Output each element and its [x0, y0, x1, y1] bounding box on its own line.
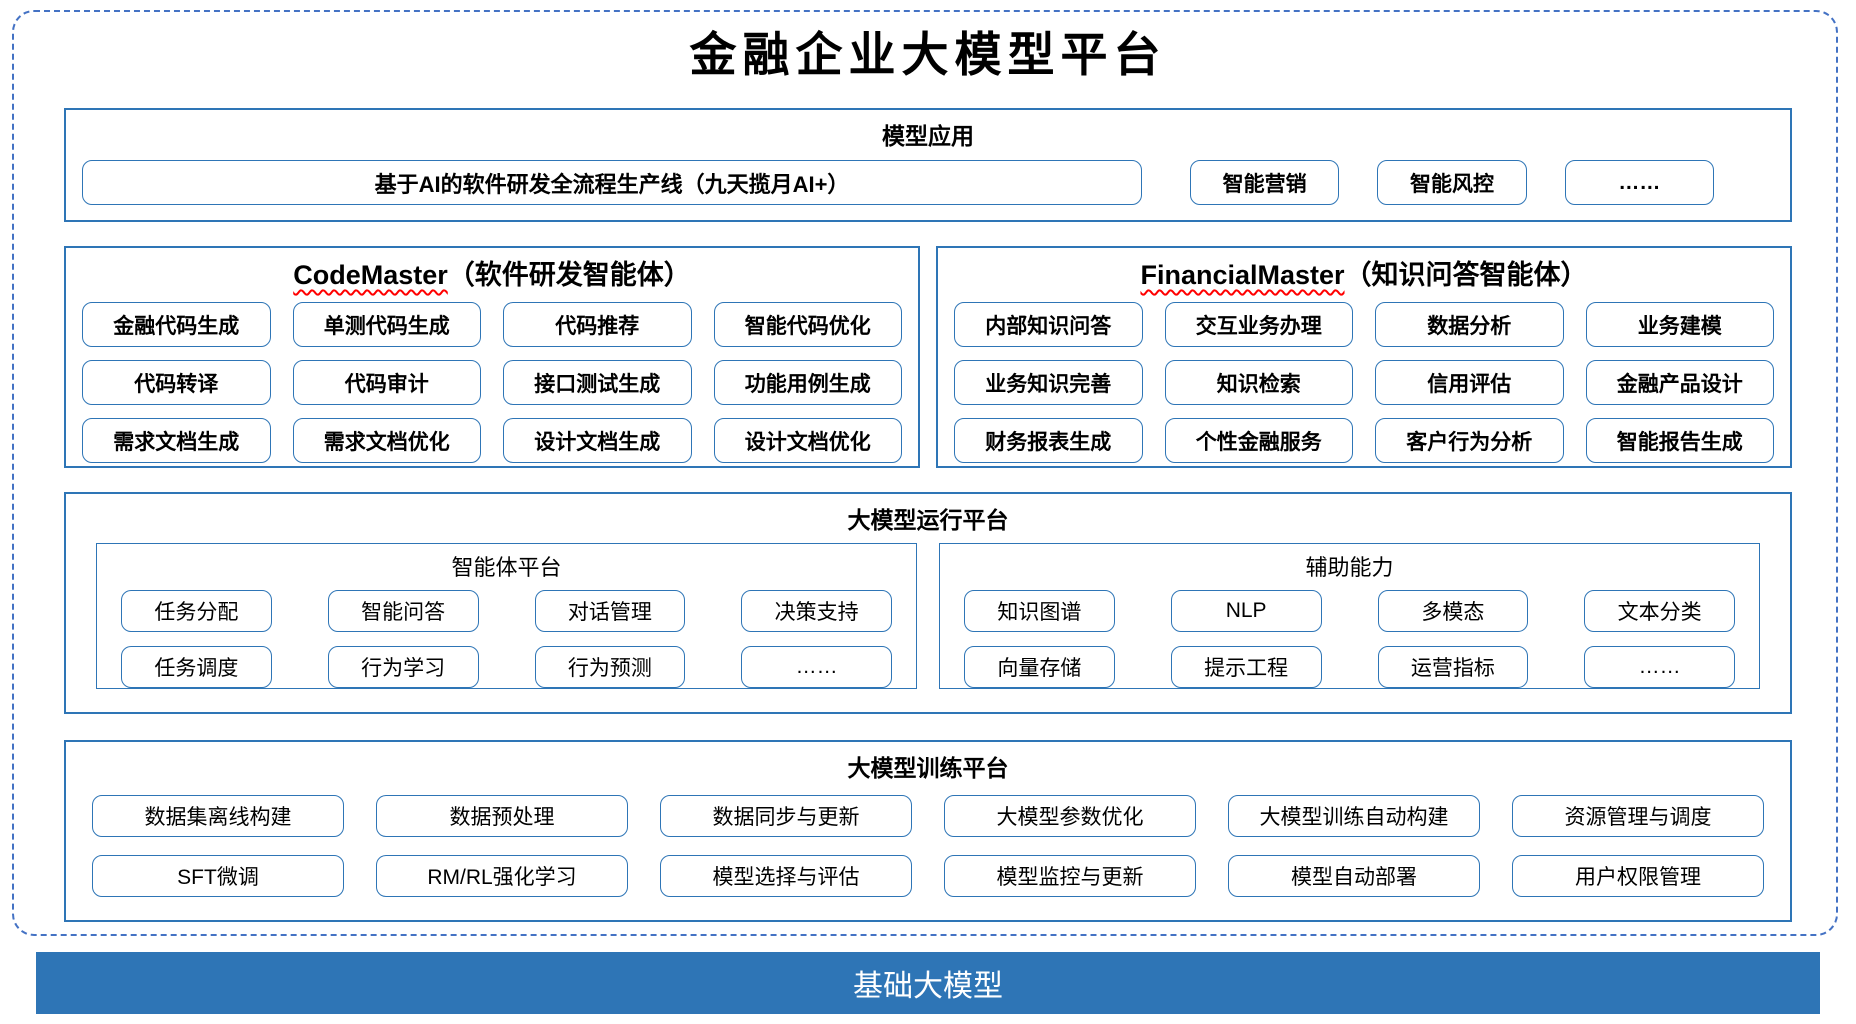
model-app-button-row: 基于AI的软件研发全流程生产线（九天揽月AI+） 智能营销智能风控 …… — [66, 151, 1790, 205]
diagram-box: 模型选择与评估 — [660, 855, 912, 897]
button-row: 数据集离线构建数据预处理数据同步与更新大模型参数优化大模型训练自动构建资源管理与… — [92, 795, 1764, 837]
diagram-box: 数据集离线构建 — [92, 795, 344, 837]
diagram-box: 金融产品设计 — [1585, 360, 1774, 405]
diagram-box: …… — [741, 646, 892, 688]
section-codemaster: CodeMaster（软件研发智能体） 金融代码生成单测代码生成代码推荐智能代码… — [64, 246, 920, 468]
codemaster-title-en: CodeMaster — [293, 260, 448, 290]
financialmaster-title-zh: （知识问答智能体） — [1344, 260, 1588, 290]
model-app-small-buttons: 智能营销智能风控 …… — [1142, 160, 1774, 205]
button-row: 内部知识问答交互业务办理数据分析业务建模 — [954, 302, 1774, 347]
page-title: 金融企业大模型平台 — [689, 28, 1167, 83]
button-row: 向量存储 提示工程 运营指标 …… — [964, 646, 1735, 688]
diagram-box: 智能风控 — [1377, 160, 1527, 205]
diagram-box: 接口测试生成 — [503, 360, 692, 405]
diagram-box: 智能报告生成 — [1585, 418, 1774, 463]
button-row: 代码转译代码审计接口测试生成功能用例生成 — [82, 360, 902, 405]
section-training-platform: 大模型训练平台 数据集离线构建数据预处理数据同步与更新大模型参数优化大模型训练自… — [64, 740, 1792, 922]
diagram-box: 模型自动部署 — [1228, 855, 1480, 897]
base-model-bar: 基础大模型 — [36, 952, 1820, 1014]
diagram-box: 代码审计 — [292, 360, 481, 405]
diagram-box: 行为学习 — [327, 646, 479, 688]
diagram-box: 代码推荐 — [503, 302, 692, 347]
diagram-box: 大模型参数优化 — [944, 795, 1196, 837]
diagram-box: 提示工程 — [1170, 646, 1322, 688]
diagram-box: 用户权限管理 — [1512, 855, 1764, 897]
diagram-box: 设计文档优化 — [713, 418, 902, 463]
diagram-box: 单测代码生成 — [292, 302, 481, 347]
diagram-box: 智能问答 — [327, 590, 479, 632]
diagram-box: 向量存储 — [964, 646, 1115, 688]
diagram-box: 数据分析 — [1375, 302, 1564, 347]
diagram-box: 知识检索 — [1164, 360, 1353, 405]
diagram-box: 信用评估 — [1375, 360, 1564, 405]
diagram-box: 数据同步与更新 — [660, 795, 912, 837]
diagram-box: 财务报表生成 — [954, 418, 1143, 463]
diagram-box: 代码转译 — [82, 360, 271, 405]
button-row: 需求文档生成需求文档优化设计文档生成设计文档优化 — [82, 418, 902, 463]
diagram-box: 对话管理 — [534, 590, 686, 632]
sub-box-agent-platform: 智能体平台 任务分配 智能问答 对话管理 决策支持任务调度 行为学习 行为预测 …… — [96, 543, 917, 689]
diagram-box: 功能用例生成 — [713, 360, 902, 405]
diagram-box: 多模态 — [1377, 590, 1529, 632]
outer-dashed-border — [12, 10, 1838, 936]
diagram-box: 智能代码优化 — [713, 302, 902, 347]
diagram-box: 任务分配 — [121, 590, 272, 632]
diagram-box-ai-pipeline: 基于AI的软件研发全流程生产线（九天揽月AI+） — [82, 160, 1142, 205]
agent-platform-title: 智能体平台 — [451, 555, 562, 580]
button-row: 知识图谱 NLP 多模态 文本分类 — [964, 590, 1735, 632]
diagram-box: …… — [1584, 646, 1735, 688]
section-model-applications-title: 模型应用 — [882, 123, 974, 149]
aux-ability-title: 辅助能力 — [1305, 555, 1394, 580]
button-row: 任务分配 智能问答 对话管理 决策支持 — [121, 590, 892, 632]
diagram-box: NLP — [1170, 590, 1322, 632]
button-row: 业务知识完善知识检索信用评估金融产品设计 — [954, 360, 1774, 405]
diagram-box: 业务建模 — [1585, 302, 1774, 347]
base-model-bar-label: 基础大模型 — [853, 970, 1003, 1003]
agent-platform-grid: 任务分配 智能问答 对话管理 决策支持任务调度 行为学习 行为预测 …… — [97, 582, 916, 688]
diagram-box: 内部知识问答 — [954, 302, 1143, 347]
diagram-box: 业务知识完善 — [954, 360, 1143, 405]
codemaster-title-zh: （软件研发智能体） — [447, 260, 691, 290]
diagram-box: 运营指标 — [1377, 646, 1529, 688]
runtime-platform-title: 大模型运行平台 — [847, 507, 1009, 533]
diagram-box: 大模型训练自动构建 — [1228, 795, 1480, 837]
sub-box-aux-ability: 辅助能力 知识图谱 NLP 多模态 文本分类向量存储 提示工程 运营指标 …… — [939, 543, 1760, 689]
section-model-applications: 模型应用 基于AI的软件研发全流程生产线（九天揽月AI+） 智能营销智能风控 …… — [64, 108, 1792, 222]
diagram-box: 知识图谱 — [964, 590, 1115, 632]
diagram-box: 数据预处理 — [376, 795, 628, 837]
button-row: 财务报表生成个性金融服务客户行为分析智能报告生成 — [954, 418, 1774, 463]
diagram-box: 客户行为分析 — [1375, 418, 1564, 463]
diagram-box: 个性金融服务 — [1164, 418, 1353, 463]
aux-ability-grid: 知识图谱 NLP 多模态 文本分类向量存储 提示工程 运营指标 …… — [940, 582, 1759, 688]
diagram-box: RM/RL强化学习 — [376, 855, 628, 897]
diagram-box: 设计文档生成 — [503, 418, 692, 463]
diagram-box: SFT微调 — [92, 855, 344, 897]
training-grid: 数据集离线构建数据预处理数据同步与更新大模型参数优化大模型训练自动构建资源管理与… — [66, 783, 1790, 897]
financialmaster-title: FinancialMaster（知识问答智能体） — [938, 248, 1790, 292]
section-financialmaster: FinancialMaster（知识问答智能体） 内部知识问答交互业务办理数据分… — [936, 246, 1792, 468]
diagram-box: 文本分类 — [1584, 590, 1735, 632]
diagram-box: 金融代码生成 — [82, 302, 271, 347]
diagram-box: 模型监控与更新 — [944, 855, 1196, 897]
diagram-box: 决策支持 — [741, 590, 892, 632]
financialmaster-title-en: FinancialMaster — [1140, 260, 1345, 290]
codemaster-title: CodeMaster（软件研发智能体） — [66, 248, 918, 292]
section-runtime-platform: 大模型运行平台 智能体平台 任务分配 智能问答 对话管理 决策支持任务调度 行为学习 行为… — [64, 492, 1792, 714]
training-platform-title: 大模型训练平台 — [847, 755, 1009, 781]
diagram-box: …… — [1564, 160, 1714, 205]
codemaster-grid: 金融代码生成单测代码生成代码推荐智能代码优化代码转译代码审计接口测试生成功能用例… — [66, 292, 918, 463]
diagram-box: 任务调度 — [121, 646, 272, 688]
button-row: 金融代码生成单测代码生成代码推荐智能代码优化 — [82, 302, 902, 347]
diagram-box: 需求文档生成 — [82, 418, 271, 463]
financialmaster-grid: 内部知识问答交互业务办理数据分析业务建模业务知识完善知识检索信用评估金融产品设计… — [938, 292, 1790, 463]
button-row: SFT微调 RM/RL强化学习模型选择与评估模型监控与更新模型自动部署用户权限管理 — [92, 855, 1764, 897]
diagram-box: 交互业务办理 — [1164, 302, 1353, 347]
diagram-box: 智能营销 — [1190, 160, 1340, 205]
diagram-box: 资源管理与调度 — [1512, 795, 1764, 837]
button-row: 任务调度 行为学习 行为预测 …… — [121, 646, 892, 688]
diagram-box: 行为预测 — [534, 646, 686, 688]
diagram-box: 需求文档优化 — [292, 418, 481, 463]
runtime-sub-row: 智能体平台 任务分配 智能问答 对话管理 决策支持任务调度 行为学习 行为预测 …… 辅助能… — [66, 535, 1790, 689]
